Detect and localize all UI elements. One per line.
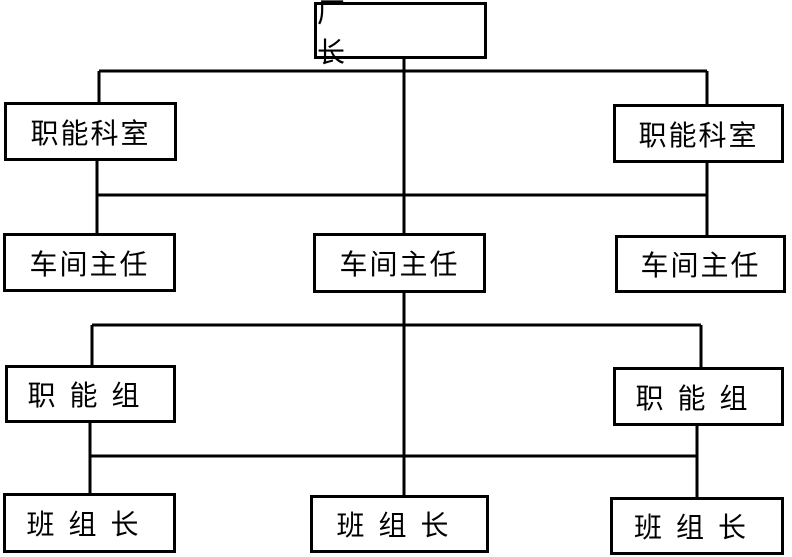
workshop-box-left: 车间主任: [3, 233, 176, 292]
dept-box-left: 职能科室: [4, 102, 177, 161]
team-box-left: 班组长: [3, 493, 176, 553]
group-box-right: 职能组: [613, 367, 784, 426]
group-box-left: 职能组: [5, 365, 176, 423]
director-box: 厂 长: [314, 0, 487, 69]
workshop-box-center: 车间主任: [313, 233, 486, 293]
team-box-center: 班组长: [310, 495, 489, 553]
team-box-right: 班组长: [610, 497, 784, 555]
workshop-box-right: 车间主任: [615, 235, 786, 293]
dept-box-right: 职能科室: [613, 104, 784, 163]
